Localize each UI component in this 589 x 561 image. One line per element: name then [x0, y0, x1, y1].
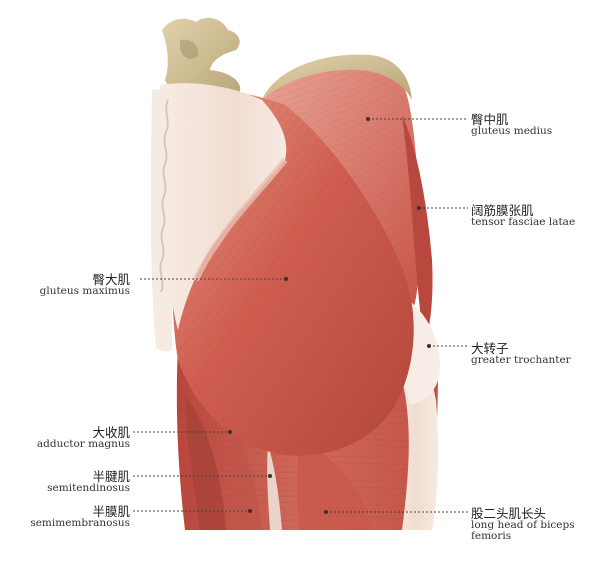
label-en: semimembranosus — [30, 517, 130, 530]
label-zh: 臀大肌 — [92, 272, 130, 287]
leader-dot-semimembranosus — [248, 509, 252, 513]
label-en: gluteus maximus — [39, 285, 130, 298]
label-zh: 阔筋膜张肌 — [471, 203, 534, 218]
sacral-aponeurosis — [150, 89, 173, 352]
tensor-fasciae-latae-muscle — [402, 115, 433, 345]
label-semitendinosus: 半腱肌 semitendinosus — [47, 470, 130, 494]
label-en: long head of biceps femoris — [471, 519, 575, 543]
leader-dot-greater-trochanter — [427, 344, 431, 348]
label-zh: 半膜肌 — [92, 504, 130, 519]
label-greater-trochanter: 大转子 greater trochanter — [471, 342, 571, 366]
label-adductor-magnus: 大收肌 adductor magnus — [37, 426, 130, 450]
label-zh: 臀中肌 — [471, 112, 509, 127]
label-en: adductor magnus — [36, 438, 130, 451]
leader-dot-semitendinosus — [268, 474, 272, 478]
label-en: semitendinosus — [47, 482, 130, 495]
label-biceps-long-head: 股二头肌长头 long head of biceps femoris — [471, 507, 581, 542]
leader-dot-tensor-fasciae-latae — [417, 206, 421, 210]
sacrum-vertebra-bone — [162, 17, 241, 99]
gluteus-maximus-muscle — [159, 83, 414, 456]
label-zh: 股二头肌长头 — [471, 506, 547, 521]
label-en: tensor fasciae latae — [471, 216, 576, 229]
label-semimembranosus: 半膜肌 semimembranosus — [30, 505, 130, 529]
leader-dot-adductor-magnus — [228, 430, 232, 434]
label-zh: 大转子 — [471, 341, 509, 356]
label-zh: 大收肌 — [92, 425, 130, 440]
label-gluteus-maximus: 臀大肌 gluteus maximus — [40, 273, 130, 297]
leader-dot-gluteus-medius — [366, 117, 370, 121]
leader-lines — [133, 117, 468, 514]
label-gluteus-medius: 臀中肌 gluteus medius — [471, 113, 552, 137]
label-en: gluteus medius — [471, 125, 553, 138]
label-zh: 半腱肌 — [92, 469, 130, 484]
leader-dot-biceps-long-head — [324, 510, 328, 514]
label-tensor-fasciae-latae: 阔筋膜张肌 tensor fasciae latae — [471, 204, 575, 228]
iliac-crest-bone — [262, 54, 412, 100]
leader-dot-gluteus-maximus — [284, 277, 288, 281]
label-en: greater trochanter — [471, 354, 571, 367]
